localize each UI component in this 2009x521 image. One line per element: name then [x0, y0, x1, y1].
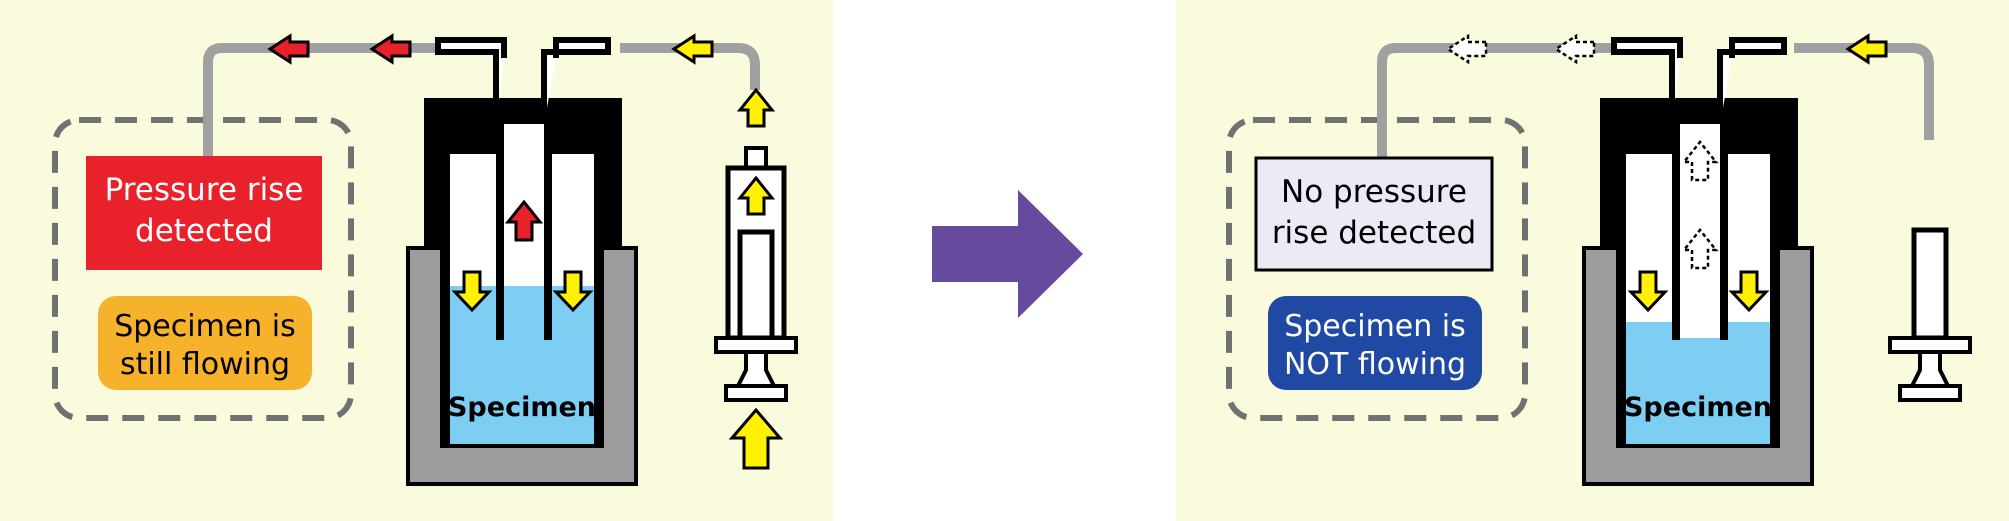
left-panel: Specimen	[0, 0, 833, 521]
pressure-rise-line2: detected	[135, 213, 273, 249]
down-arrow-left	[451, 270, 493, 313]
syringe-thumb-press	[1898, 384, 1962, 402]
specimen-liquid	[1626, 322, 1770, 444]
specimen-label: Specimen	[1624, 392, 1772, 423]
up-arrow-dashed-2	[1681, 227, 1719, 270]
outlet-flow-arrow-dashed-1	[1445, 33, 1488, 65]
syringe-plunger-rod	[737, 229, 775, 341]
inlet-tube	[620, 43, 760, 90]
specimen-not-flowing-box	[1268, 296, 1482, 390]
syringe	[714, 87, 798, 470]
syringe-plunger-rod	[1911, 227, 1949, 341]
syringe-thumb-press	[724, 384, 788, 402]
push-arrow	[728, 407, 784, 470]
specimen-container: Specimen	[406, 37, 638, 486]
specimen-flowing-line2: still flowing	[120, 347, 290, 382]
up-arrow-red	[504, 199, 544, 242]
specimen-not-flowing-line1: Specimen is	[1284, 309, 1466, 344]
right-panel: Specimen No pressure rise detected Speci…	[1176, 0, 2009, 521]
outlet-flow-arrow-dashed-2	[1553, 33, 1596, 65]
syringe-flange	[714, 336, 798, 354]
down-arrow-right	[552, 270, 594, 313]
no-pressure-rise-box	[1254, 156, 1494, 272]
syringe-flange	[1888, 336, 1972, 354]
specimen-flowing-box	[98, 296, 312, 390]
no-pressure-rise-line2: rise detected	[1272, 215, 1476, 251]
outlet-tube	[1377, 43, 1614, 270]
transition-arrow	[932, 190, 1083, 318]
up-arrow-dashed-1	[1681, 139, 1719, 182]
inner-tube-wall-right	[544, 124, 552, 340]
pressure-rise-line1: Pressure rise	[105, 172, 304, 208]
outlet-flow-arrow-2	[369, 33, 412, 65]
syringe-plunger-detached	[1888, 227, 1972, 402]
outlet-flow-arrow-1	[267, 33, 310, 65]
pressure-rise-detected-box	[86, 156, 322, 270]
specimen-label: Specimen	[448, 392, 596, 423]
down-arrow-right	[1728, 270, 1770, 313]
inner-tube-wall-right	[1720, 124, 1728, 340]
down-arrow-left	[1627, 270, 1669, 313]
inlet-flow-arrow	[1845, 33, 1888, 65]
inlet-flow-arrow	[671, 33, 714, 65]
specimen-not-flowing-line2: NOT flowing	[1284, 347, 1466, 382]
inner-tube-wall-left	[1672, 124, 1680, 340]
outlet-tube	[203, 43, 440, 270]
specimen-liquid	[450, 286, 594, 444]
syringe-up-arrow-top	[736, 87, 776, 128]
specimen-flowing-line1: Specimen is	[114, 309, 296, 344]
no-pressure-rise-line1: No pressure	[1281, 174, 1467, 210]
syringe-up-arrow-inner	[736, 175, 776, 216]
inlet-tube	[1794, 43, 1934, 140]
inner-tube-wall-left	[496, 124, 504, 340]
